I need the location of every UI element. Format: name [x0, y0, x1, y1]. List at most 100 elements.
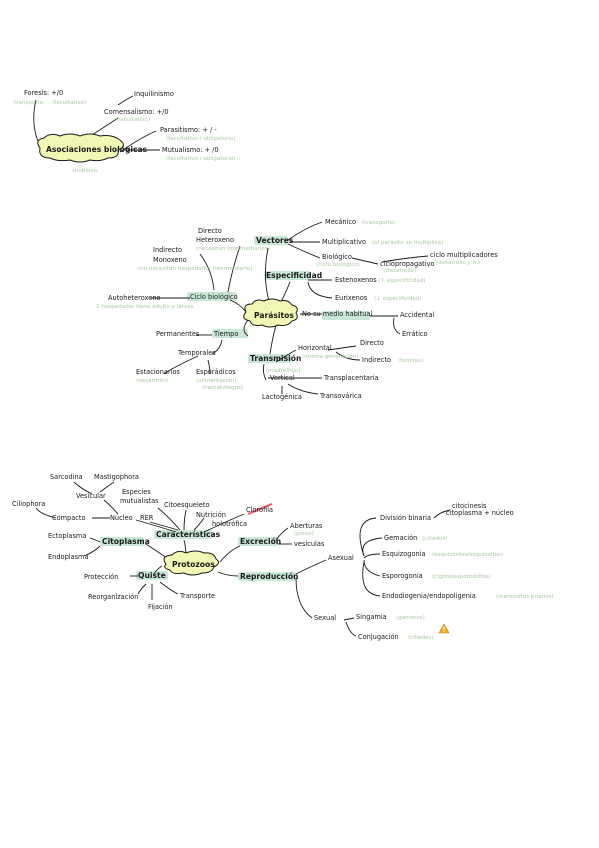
proteccion-label: Protección [84, 573, 118, 581]
vesiculas-label: vesículas [294, 540, 325, 548]
citoplasma-highlight [100, 537, 144, 546]
gemacion-note: (ciliados) [422, 536, 447, 542]
conjugacion-note: (ciliados) [408, 635, 433, 641]
vectores-label: Vectores [256, 236, 294, 245]
horizontal-label: Horizontal [298, 344, 332, 352]
erratico-label: Errático [402, 330, 428, 338]
ectoplasma-label: Ectoplasma [48, 532, 86, 540]
tiempo-highlight [212, 329, 248, 338]
tiempo-label: Tiempo [213, 330, 238, 338]
parasitos-center: Parásitos [254, 311, 294, 320]
singamia-label: Singamia [356, 613, 387, 621]
comensalismo-note: (facultativo) [116, 117, 150, 123]
transmision-note: (madre/hijo) [266, 368, 300, 374]
reproduccion-label: Reproducción [240, 572, 298, 581]
warning-icon [438, 623, 450, 634]
transmision-highlight [248, 354, 292, 363]
estacionarios-note: (desarrollo) [136, 378, 168, 384]
indirecto2-label: Indirecto [362, 356, 391, 364]
ciclo-multiplicadores-label: ciclo multiplicadores [430, 251, 498, 259]
mutualismo-label: Mutualismo: + /0 [162, 146, 219, 154]
heteroxeno-label: Heteroxeno [196, 236, 234, 244]
lactogenica-label: Lactogénica [262, 393, 302, 401]
citoesqueleto-label: Citoesqueleto [164, 501, 209, 509]
parasitismo-note: (facultativo / obligatorio) [166, 136, 235, 142]
estenoxenos-note: (↑ especificidad) [378, 277, 426, 284]
protozoos-center: Protozoos [172, 560, 215, 569]
esquizogonia-note: (esquizontes/esquizoítos) [432, 551, 503, 558]
quiste-highlight [136, 571, 168, 580]
esporadicos-note: (alimentación) [196, 377, 237, 384]
reproduccion-highlight [238, 572, 296, 581]
singamia-note: (gametos) [396, 615, 425, 621]
aberturas-label: Aberturas [290, 522, 323, 530]
mecanico-note: (transporte) [362, 220, 396, 226]
estacionarios-label: Estacionarios [136, 368, 181, 376]
medio-highlight [322, 311, 370, 320]
ciclo-highlight [187, 292, 237, 301]
mastigophora-label: Mastigophora [94, 473, 139, 481]
caracteristicas-label: Características [156, 530, 221, 539]
esporogonia-note: (cigoto/esporozoítos) [432, 573, 491, 580]
transovarica-label: Transovárica [319, 392, 362, 400]
especies-label-2: mutualistas [120, 497, 159, 505]
temporales-label: Temporales [177, 349, 216, 357]
biologico-label: Biológico [322, 253, 352, 261]
asociaciones-section: Asociaciones biológicas simbiosis Foresi… [14, 89, 235, 174]
sarcodina-label: Sarcodina [50, 473, 83, 481]
eurixenos-label: Eurixenos [335, 294, 368, 302]
mutualismo-note: (facultativo / obligatorio) [166, 156, 235, 162]
protozoos-section: Protozoos Citoplasma Ectoplasma Endoplas… [12, 473, 554, 641]
medio-label: No su medio habitual [302, 310, 372, 318]
transplacentaria-label: Transplacentaria [323, 374, 379, 382]
ciclo-biologico-label: Ciclo biológico [190, 293, 238, 301]
monoxeno-note: (no necesitan hospedador intermediario) [138, 266, 253, 272]
ciclopropagativo-label: ciclopropagativo [380, 260, 435, 268]
parasitos-section: Parásitos Vectores Mecánico (transporte)… [96, 218, 498, 401]
excrecion-label: Excreción [240, 537, 281, 546]
biologico-note: (ciclo biológico) [316, 261, 360, 268]
clorofila-strike [247, 502, 273, 516]
nucleo-label: Núcleo [110, 514, 133, 522]
endodiogenia-note: (merozoítos propios) [496, 593, 554, 600]
quiste-label: Quiste [138, 571, 166, 580]
vectores-highlight [254, 236, 288, 245]
especies-label-1: Especies [122, 488, 151, 496]
ciclopropagativo-note: (desarrollo) [384, 268, 416, 274]
division-note: citoplasma + núcleo [446, 509, 514, 517]
esporogonia-label: Esporogonia [382, 572, 423, 580]
sexual-label: Sexual [314, 614, 336, 622]
monoxeno-label: Monoxeno [153, 256, 187, 264]
comensalismo-label: Comensalismo: +/0 [104, 108, 169, 116]
division-label: División binaria [380, 514, 431, 522]
autoheteroxeno-note: 1 hospedador tiene adulto y larvas [96, 304, 194, 310]
endoplasma-label: Endoplasma [48, 553, 89, 561]
asociaciones-center: Asociaciones biológicas [46, 145, 148, 154]
caracteristicas-highlight [154, 530, 212, 539]
horizontal-note: (misma generación) [302, 353, 358, 360]
inquilinismo-label: Inquilinismo [134, 90, 174, 98]
citoplasma-label: Citoplasma [102, 537, 150, 546]
indirecto2-note: (fomites) [398, 358, 423, 364]
conjugacion-label: Conjugación [358, 633, 399, 641]
vertical-label: Vertical [270, 374, 295, 382]
parasitos-cloud [243, 298, 298, 328]
foresis-note-1: transporte [14, 100, 44, 106]
mecanico-label: Mecánico [325, 218, 356, 226]
foresis-label: Foresis: +/0 [24, 89, 63, 97]
division-note-0: citocinesis [452, 502, 487, 510]
esporadicos-label: Esporádicos [196, 368, 236, 376]
ciclo-multiplicadores-note: (desarrollo y n.) [436, 260, 480, 266]
asociaciones-cloud [37, 133, 124, 163]
indirecto-label: Indirecto [153, 246, 182, 254]
simbiosis-note: simbiosis [72, 168, 98, 174]
foresis-note-2: (facultativo) [52, 100, 86, 106]
gemacion-label: Gemación [384, 534, 417, 542]
heteroxeno-note: (necesitan intermediarios) [196, 246, 270, 252]
multiplicativo-label: Multiplicativo [322, 238, 366, 246]
clorofila-label: Clorofila [246, 506, 273, 514]
reorganizacion-label: Reorganización [88, 593, 138, 601]
esporadicos-note-2: (hematófagos) [202, 384, 243, 391]
especificidad-label: Especificidad [266, 271, 322, 280]
